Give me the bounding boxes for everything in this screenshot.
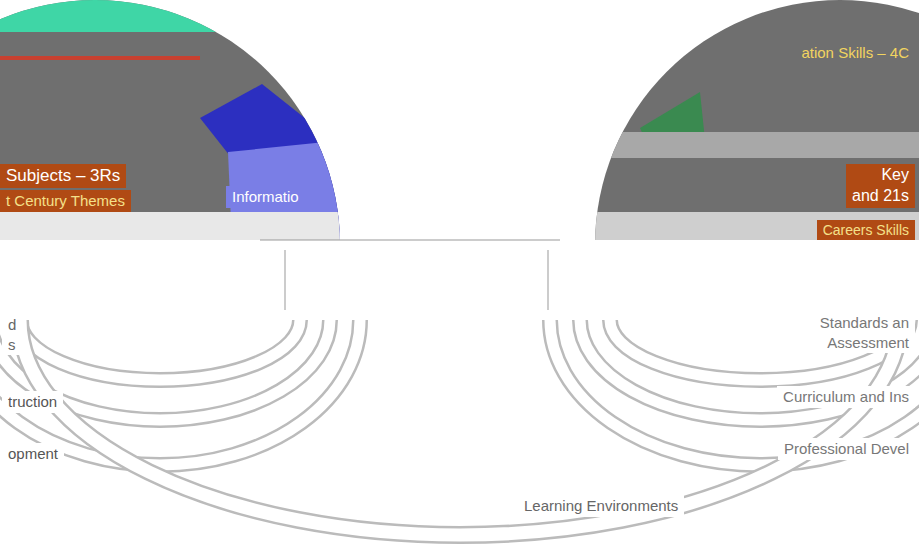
band-text: Curriculum and Ins: [783, 387, 909, 407]
band-text: Informatio: [232, 187, 299, 207]
band-text: s: [8, 335, 16, 355]
support-arc-label: opment: [2, 443, 64, 465]
support-arc-label: ds: [2, 314, 22, 355]
band-text: d: [8, 315, 16, 335]
subject-band: t Century Themes: [0, 190, 131, 212]
band-text: Professional Devel: [784, 439, 909, 459]
band-text: Subjects – 3Rs: [6, 165, 120, 187]
skills-band: ation Skills – 4C: [795, 42, 915, 64]
support-arc-label: Professional Devel: [778, 438, 915, 460]
band-text: t Century Themes: [6, 191, 125, 211]
skills-band: Informatio: [226, 186, 305, 208]
subject-band: Subjects – 3Rs: [0, 164, 126, 188]
support-arc-label: Learning Environments: [518, 495, 684, 517]
support-arc-label: truction: [2, 391, 63, 413]
band-text: Assessment: [820, 333, 909, 353]
support-arc-label: Standards anAssessment: [814, 312, 915, 353]
band-text: ation Skills – 4C: [801, 43, 909, 63]
subject-band: Keyand 21s: [846, 164, 915, 208]
band-text: Key: [852, 165, 909, 186]
support-arcs: [0, 320, 919, 535]
band-text: opment: [8, 444, 58, 464]
band-text: Learning Environments: [524, 496, 678, 516]
skills-band: Careers Skills: [817, 220, 915, 240]
band-text: and 21s: [852, 186, 909, 207]
band-text: Careers Skills: [823, 221, 909, 239]
band-text: Standards an: [820, 313, 909, 333]
band-text: truction: [8, 392, 57, 412]
right-rainbow: [590, 0, 919, 245]
left-rainbow: [0, 0, 345, 245]
support-arc-label: Curriculum and Ins: [777, 386, 915, 408]
